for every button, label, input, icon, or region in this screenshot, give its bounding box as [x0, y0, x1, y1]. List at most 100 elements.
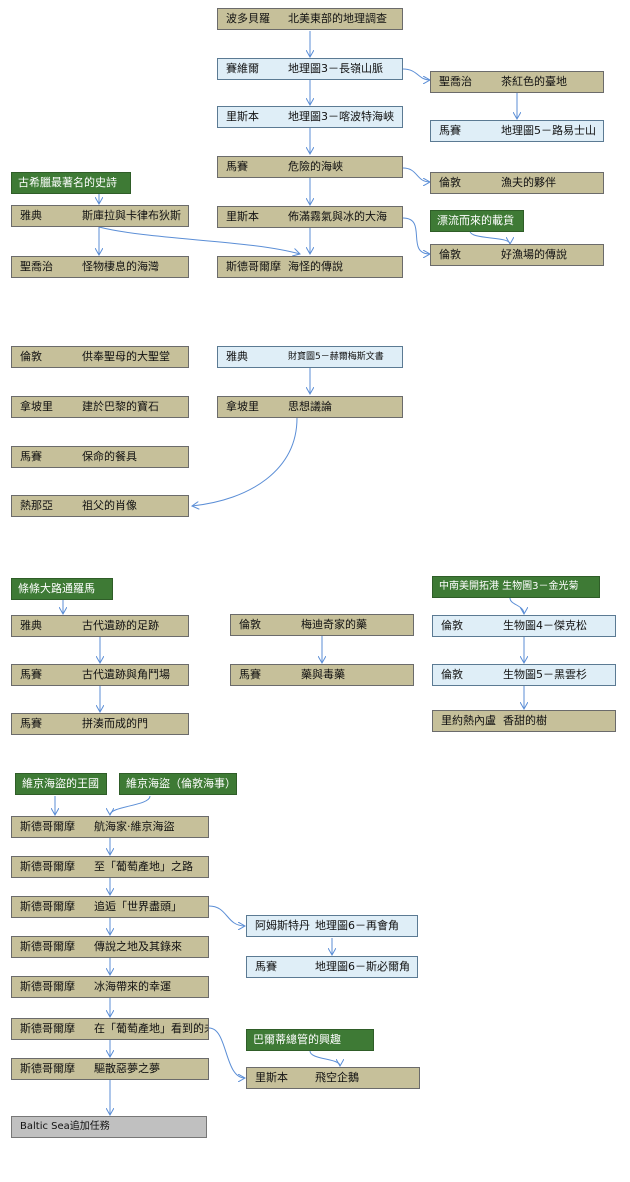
node-location: 馬賽: [439, 124, 461, 137]
node-title: 建於巴黎的寶石: [82, 400, 159, 413]
node-title: 藥與毒藥: [301, 668, 345, 681]
quest-node[interactable]: 斯德哥爾摩 傳說之地及其錄來: [11, 936, 209, 958]
edge: [208, 905, 245, 926]
edge: [98, 226, 300, 254]
quest-node[interactable]: 馬賽 危險的海峽: [217, 156, 403, 178]
quest-node[interactable]: 聖喬治 怪物棲息的海灣: [11, 256, 189, 278]
edge: [509, 597, 524, 614]
quest-node[interactable]: 里斯本 佈滿霧氣與冰的大海: [217, 206, 403, 228]
node-location: 拿坡里: [20, 400, 53, 413]
edge: [469, 230, 510, 244]
prerequisite-node[interactable]: 巴爾蒂總管的興趣: [246, 1029, 374, 1051]
map-node[interactable]: 阿姆斯特丹地理圖6－再會角: [246, 915, 418, 937]
quest-node[interactable]: 馬賽拼湊而成的門: [11, 713, 189, 735]
quest-node[interactable]: 馬賽藥與毒藥: [230, 664, 414, 686]
quest-node[interactable]: 斯德哥爾摩冰海帶來的幸運: [11, 976, 209, 998]
node-title: 海怪的傳說: [288, 260, 343, 273]
quest-node[interactable]: 馬賽保命的餐具: [11, 446, 189, 468]
node-title: 生物圖5－黑雲杉: [503, 668, 587, 681]
prerequisite-node[interactable]: 漂流而來的載貨: [430, 210, 524, 232]
quest-node[interactable]: 倫敦漁夫的夥伴: [430, 172, 604, 194]
node-title: 危險的海峽: [288, 160, 343, 173]
node-title: 香甜的樹: [503, 714, 547, 727]
node-title: 思想議論: [288, 400, 332, 413]
node-location: 聖喬治: [20, 260, 53, 273]
node-title: 地理圖5－路易士山: [501, 124, 596, 137]
node-location: 馬賽: [20, 668, 42, 681]
edge: [402, 167, 430, 182]
node-title: 古代遺跡的足跡: [82, 619, 159, 632]
node-location: 斯德哥爾摩: [226, 260, 281, 273]
node-location: 里斯本: [255, 1071, 288, 1084]
node-title: 供奉聖母的大聖堂: [82, 350, 170, 363]
node-location: 聖喬治: [439, 75, 472, 88]
quest-node[interactable]: 聖喬治 茶紅色的臺地: [430, 71, 604, 93]
quest-node[interactable]: 斯德哥爾摩海怪的傳說: [217, 256, 403, 278]
quest-node[interactable]: 拿坡里 建於巴黎的寶石: [11, 396, 189, 418]
map-node[interactable]: 倫敦生物圖4－傑克松: [432, 615, 616, 637]
node-location: 雅典: [20, 209, 42, 222]
quest-node[interactable]: 雅典斯庫拉與卡律布狄斯: [11, 205, 189, 227]
node-title: 祖父的肖像: [82, 499, 137, 512]
node-location: 倫敦: [239, 618, 261, 631]
node-title: 財寶圖5－赫爾梅斯文書: [288, 352, 384, 362]
quest-node[interactable]: 里約熱內盧香甜的樹: [432, 710, 616, 732]
quest-node[interactable]: 里斯本 飛空企鵝: [246, 1067, 420, 1089]
node-location: 賽維爾: [226, 62, 259, 75]
node-location: 倫敦: [441, 619, 463, 632]
quest-node[interactable]: 斯德哥爾摩 至「葡萄產地」之路: [11, 856, 209, 878]
prerequisite-node[interactable]: 古希臘最著名的史詩: [11, 172, 131, 194]
map-node[interactable]: 賽維爾 地理圖3－長嶺山脈: [217, 58, 403, 80]
node-title: 地理圖3－長嶺山脈: [288, 62, 383, 75]
prerequisite-node[interactable]: 維京海盜（倫敦海事）: [119, 773, 237, 795]
node-title: 飛空企鵝: [315, 1071, 359, 1084]
node-title: 地理圖6－再會角: [315, 919, 399, 932]
node-location: 波多貝羅: [226, 12, 270, 25]
node-title: 冰海帶來的幸運: [94, 980, 171, 993]
node-title: 古代遺跡與角鬥場: [82, 668, 170, 681]
quest-node[interactable]: 倫敦梅迪奇家的藥: [230, 614, 414, 636]
node-location: 里約熱內盧: [441, 714, 496, 727]
quest-node[interactable]: 馬賽 古代遺跡與角鬥場: [11, 664, 189, 686]
node-title: 佈滿霧氣與冰的大海: [288, 210, 387, 223]
node-title: 至「葡萄產地」之路: [94, 860, 193, 873]
node-location: 斯德哥爾摩: [20, 860, 75, 873]
quest-node[interactable]: 熱那亞祖父的肖像: [11, 495, 189, 517]
node-title: 保命的餐具: [82, 450, 137, 463]
quest-node[interactable]: 斯德哥爾摩追逅「世界盡頭」: [11, 896, 209, 918]
prerequisite-node[interactable]: 維京海盜的王國: [15, 773, 107, 795]
map-node[interactable]: 雅典 財寶圖5－赫爾梅斯文書: [217, 346, 403, 368]
map-node[interactable]: 馬賽 地理圖5－路易士山: [430, 120, 604, 142]
node-location: 斯德哥爾摩: [20, 1062, 75, 1075]
edge: [110, 795, 151, 815]
node-location: 雅典: [226, 350, 248, 363]
node-title: 航海家‧維京海盜: [94, 820, 175, 833]
map-node[interactable]: 倫敦 生物圖5－黑雲杉: [432, 664, 616, 686]
quest-node[interactable]: 倫敦好漁場的傳說: [430, 244, 604, 266]
map-node[interactable]: 馬賽地理圖6－斯必爾角: [246, 956, 418, 978]
map-node[interactable]: 里斯本 地理圖3－喀波特海峽: [217, 106, 403, 128]
node-location: 里斯本: [226, 210, 259, 223]
node-location: 倫敦: [441, 668, 463, 681]
node-title: 漁夫的夥伴: [501, 176, 556, 189]
quest-node[interactable]: 斯德哥爾摩 驅散惡夢之夢: [11, 1058, 209, 1080]
node-location: 馬賽: [226, 160, 248, 173]
prerequisite-node[interactable]: 條條大路通羅馬: [11, 578, 113, 600]
quest-node[interactable]: 雅典古代遺跡的足跡: [11, 615, 189, 637]
quest-node[interactable]: 波多貝羅北美東部的地理調查: [217, 8, 403, 30]
edge: [402, 68, 430, 80]
node-title: 地理圖3－喀波特海峽: [288, 110, 394, 123]
quest-node[interactable]: 拿坡里思想議論: [217, 396, 403, 418]
prerequisite-node[interactable]: 中南美開拓港 生物圖3－金光菊: [432, 576, 600, 598]
quest-node[interactable]: 斯德哥爾摩航海家‧維京海盜: [11, 816, 209, 838]
node-title: 茶紅色的臺地: [501, 75, 567, 88]
edge: [402, 217, 430, 254]
followup-node[interactable]: Baltic Sea追加任務: [11, 1116, 207, 1138]
node-location: 里斯本: [226, 110, 259, 123]
node-title: 驅散惡夢之夢: [94, 1062, 160, 1075]
node-title: 怪物棲息的海灣: [82, 260, 159, 273]
quest-node[interactable]: 倫敦供奉聖母的大聖堂: [11, 346, 189, 368]
node-title: 傳說之地及其錄來: [94, 940, 182, 953]
node-location: 斯德哥爾摩: [20, 940, 75, 953]
